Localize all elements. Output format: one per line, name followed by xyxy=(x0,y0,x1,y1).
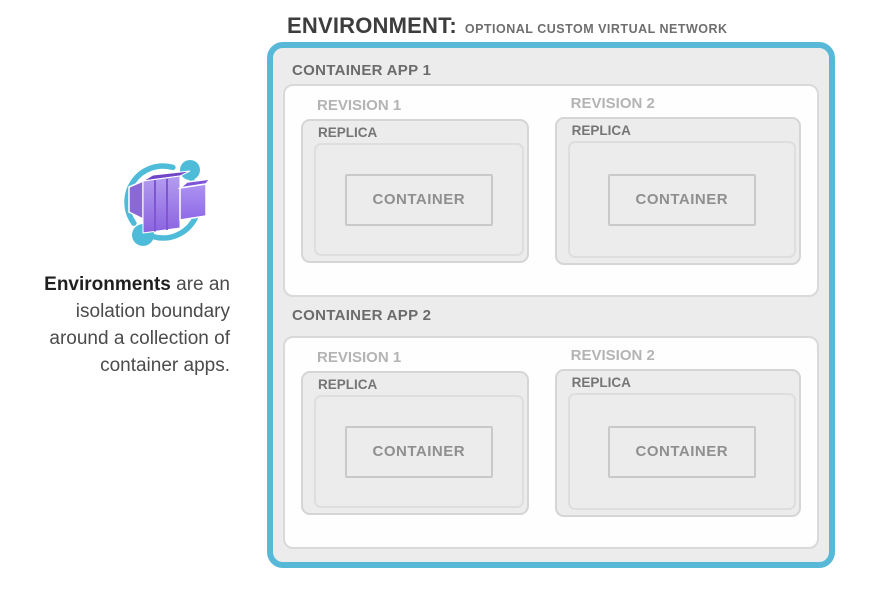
replica-label: REPLICA xyxy=(571,123,631,138)
replica-box: REPLICA CONTAINER xyxy=(554,117,801,265)
page-subtitle: OPTIONAL CUSTOM VIRTUAL NETWORK xyxy=(464,22,728,36)
environment-box: CONTAINER APP 1 REVISION 1 REPLICA CONTA… xyxy=(267,42,835,568)
revision-1-label: REVISION 1 xyxy=(317,349,402,366)
replica-inner-box: CONTAINER xyxy=(314,395,524,508)
page-header: ENVIRONMENT: OPTIONAL CUSTOM VIRTUAL NET… xyxy=(287,13,728,39)
page-title: ENVIRONMENT: xyxy=(287,13,457,38)
container-box: CONTAINER xyxy=(344,425,493,478)
description-line1-rest: are an xyxy=(170,274,230,295)
container-box: CONTAINER xyxy=(607,425,756,478)
sidebar-description: Environments are an isolation boundary a… xyxy=(14,271,230,379)
container-box: CONTAINER xyxy=(344,173,493,226)
container-label: CONTAINER xyxy=(372,443,466,460)
orbit-dot-top-icon xyxy=(180,160,200,180)
revision-column: REVISION 1 REPLICA CONTAINER xyxy=(301,96,529,263)
replica-box: REPLICA CONTAINER xyxy=(301,371,529,515)
container-app-2-label: CONTAINER APP 2 xyxy=(292,307,432,324)
revision-1-label: REVISION 1 xyxy=(317,97,402,114)
container-label: CONTAINER xyxy=(635,191,729,208)
replica-box: REPLICA CONTAINER xyxy=(301,119,529,263)
replica-inner-box: CONTAINER xyxy=(567,141,796,258)
replica-box: REPLICA CONTAINER xyxy=(554,369,801,517)
revision-column: REVISION 2 REPLICA CONTAINER xyxy=(554,94,801,265)
container-cube-icon xyxy=(128,170,212,234)
description-line: Environments are an xyxy=(14,271,230,298)
description-line: container apps. xyxy=(100,355,230,376)
container-label: CONTAINER xyxy=(372,191,466,208)
container-app-1-label: CONTAINER APP 1 xyxy=(292,62,432,79)
container-app-1-box: REVISION 1 REPLICA CONTAINER REVISION 2 … xyxy=(283,84,819,297)
description-line: isolation boundary xyxy=(75,301,230,322)
replica-label: REPLICA xyxy=(571,375,631,390)
revision-2-label: REVISION 2 xyxy=(570,95,655,112)
container-box: CONTAINER xyxy=(607,173,756,226)
description-lead: Environments xyxy=(44,274,171,295)
replica-label: REPLICA xyxy=(318,125,378,140)
container-app-2-box: REVISION 1 REPLICA CONTAINER REVISION 2 … xyxy=(283,336,819,549)
replica-inner-box: CONTAINER xyxy=(567,393,796,510)
azure-container-apps-icon xyxy=(124,160,212,246)
revision-column: REVISION 2 REPLICA CONTAINER xyxy=(554,346,801,517)
revision-column: REVISION 1 REPLICA CONTAINER xyxy=(301,348,529,515)
description-line: around a collection of xyxy=(49,328,230,349)
container-label: CONTAINER xyxy=(635,443,729,460)
replica-inner-box: CONTAINER xyxy=(314,143,524,256)
revision-2-label: REVISION 2 xyxy=(570,347,655,364)
replica-label: REPLICA xyxy=(318,377,378,392)
